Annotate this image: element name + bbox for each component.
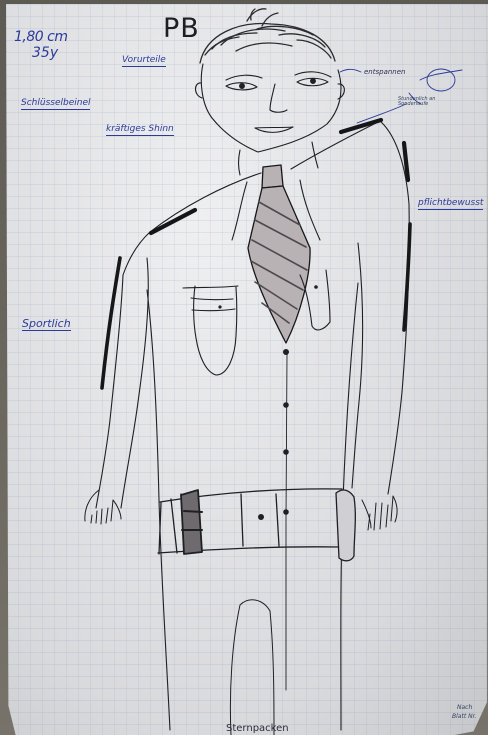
collarbone-note: Schlüsselbeinel [21, 99, 90, 110]
duty-note: pflichtbewusst [418, 199, 483, 210]
star-caption: Stundenlich an Sonderlaufe [398, 97, 454, 108]
legs [230, 600, 274, 735]
sheet-brand: Sternpacken [226, 724, 289, 734]
torso [96, 121, 409, 730]
sheet-label: Nach [457, 705, 472, 711]
buttons [218, 285, 317, 515]
chin-note: kräftiges Shinn [106, 125, 174, 136]
tie [248, 165, 310, 343]
prejudice-note: Vorurteile [122, 56, 166, 67]
height-note: 1,80 cm [14, 30, 67, 44]
sporty-note: Sportlich [22, 318, 71, 331]
hair [200, 9, 335, 63]
face [196, 64, 345, 152]
sheet-number-label: Blatt Nr. [452, 714, 476, 720]
initials-label: PB [163, 15, 200, 42]
relaxed-note: entspannen [364, 69, 405, 76]
age-note: 35y [32, 46, 58, 60]
belt [158, 489, 355, 561]
